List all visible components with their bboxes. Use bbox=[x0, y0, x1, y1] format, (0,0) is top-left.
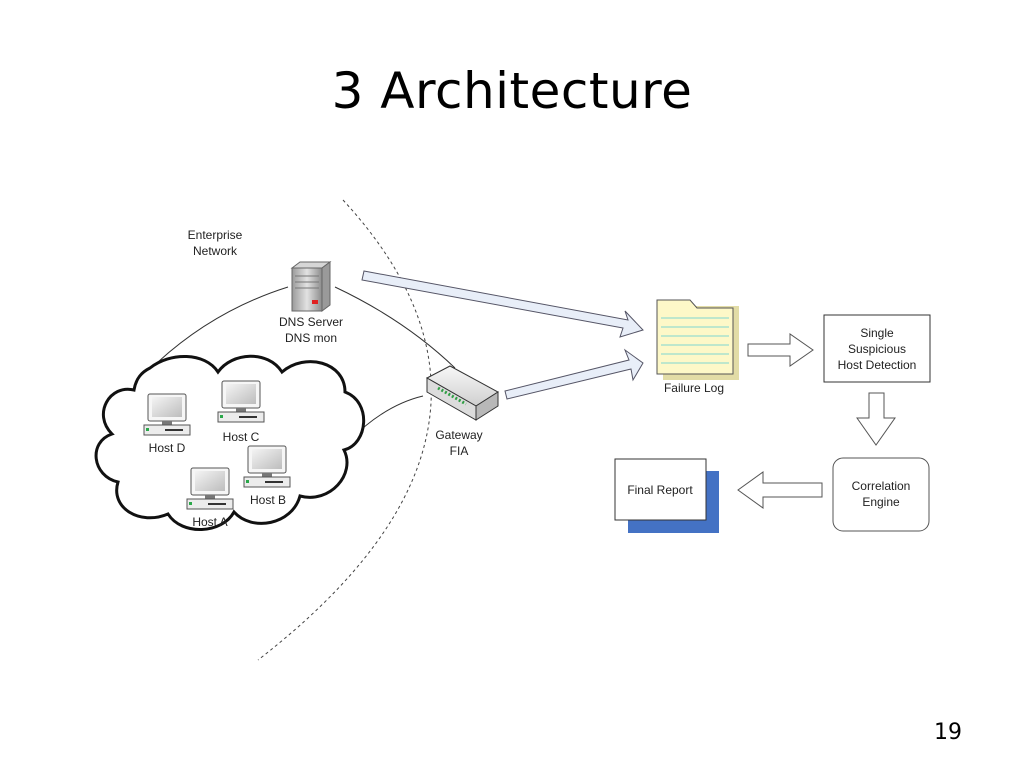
final-report-box bbox=[614, 458, 707, 521]
host-a-computer-icon bbox=[186, 467, 234, 510]
correlation-engine-box bbox=[832, 457, 930, 532]
host-c-label: Host C bbox=[223, 430, 260, 444]
arrow-correlation-to-report bbox=[737, 471, 823, 509]
host-b-label: Host B bbox=[250, 493, 286, 507]
link-cloud-dns bbox=[157, 286, 289, 363]
link-dns-gateway bbox=[334, 286, 456, 369]
final-report-label: Final Report bbox=[627, 483, 693, 497]
enterprise-label-2: Network bbox=[193, 244, 238, 258]
page-title: 3 Architecture bbox=[331, 62, 693, 120]
detection-label-2: Suspicious bbox=[848, 342, 906, 356]
enterprise-boundary bbox=[257, 199, 432, 661]
failure-log-document-icon bbox=[656, 299, 739, 380]
fia-label: FIA bbox=[450, 444, 469, 458]
detection-label-3: Host Detection bbox=[838, 358, 917, 372]
gateway-label: Gateway bbox=[435, 428, 482, 442]
arrow-log-to-detection bbox=[747, 333, 814, 367]
host-c-computer-icon bbox=[217, 380, 265, 423]
dns-server-icon bbox=[290, 261, 332, 312]
enterprise-label: Enterprise bbox=[188, 228, 243, 242]
host-b-computer-icon bbox=[243, 445, 291, 488]
dns-mon-label: DNS mon bbox=[285, 331, 337, 345]
dns-server-label: DNS Server bbox=[279, 315, 343, 329]
correlation-label-2: Engine bbox=[862, 495, 900, 509]
correlation-label-1: Correlation bbox=[852, 479, 911, 493]
page-number: 19 bbox=[934, 720, 962, 745]
host-d-label: Host D bbox=[149, 441, 186, 455]
detection-label-1: Single bbox=[860, 326, 894, 340]
gateway-router-icon bbox=[425, 365, 499, 421]
failure-log-label: Failure Log bbox=[664, 381, 724, 395]
arrow-detection-to-correlation bbox=[856, 392, 896, 446]
arrow-dns-to-log bbox=[361, 270, 644, 338]
arrow-gateway-to-log bbox=[504, 348, 644, 400]
host-a-label: Host A bbox=[192, 515, 227, 529]
host-d-computer-icon bbox=[143, 393, 191, 436]
detection-box bbox=[823, 314, 931, 383]
